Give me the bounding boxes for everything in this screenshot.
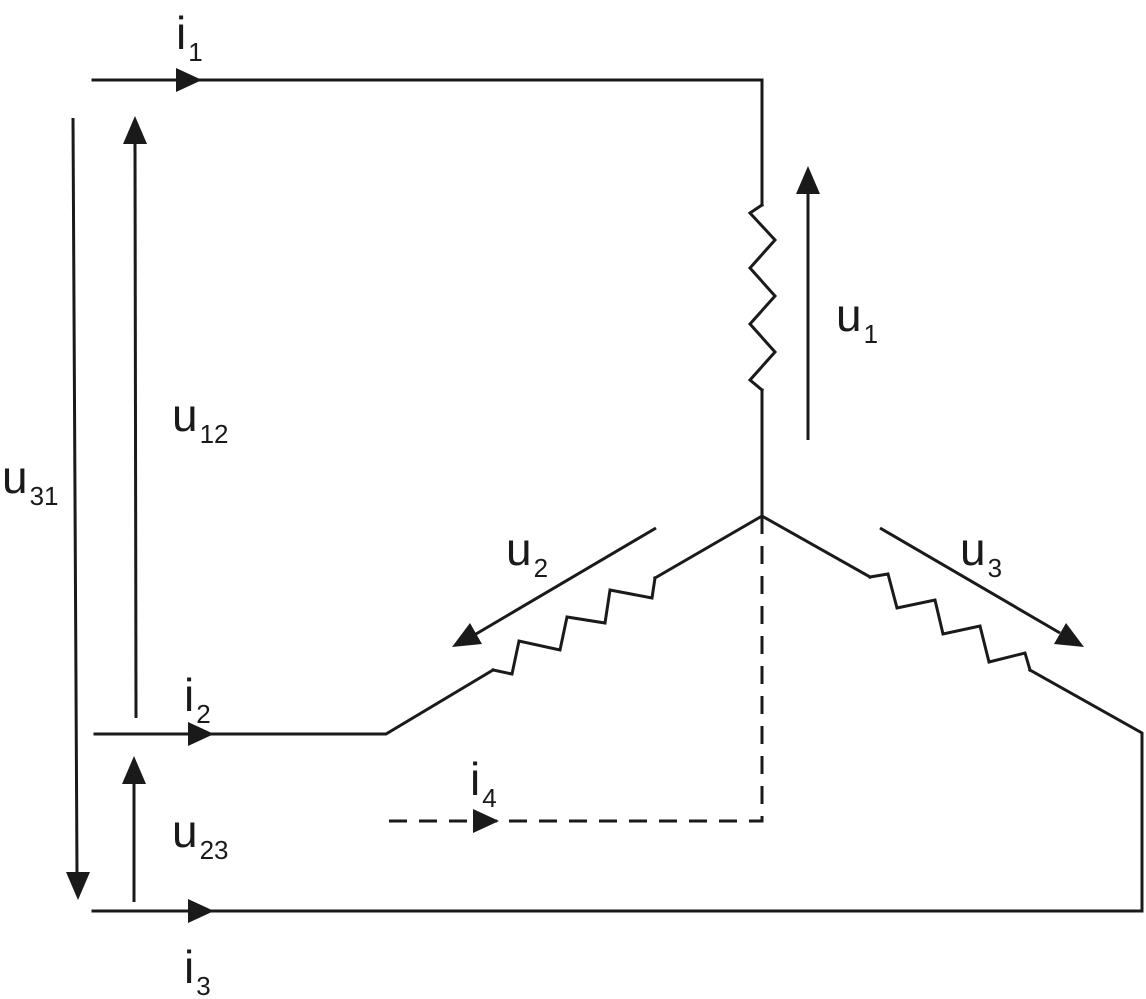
u3-arrowhead <box>1054 623 1084 647</box>
label-i4: i4 <box>470 753 497 811</box>
conductor-1 <box>91 78 764 207</box>
u12-arrow-line <box>133 141 138 719</box>
winding-3-resistor <box>868 572 1032 672</box>
winding-3-lead <box>759 513 873 580</box>
winding-3-lead-outer <box>91 667 1144 913</box>
winding-2-lead <box>652 513 765 581</box>
u23-arrowhead <box>122 756 146 784</box>
label-u2: u2 <box>506 523 548 581</box>
u1-arrowhead <box>796 166 820 194</box>
label-u23: u23 <box>172 805 229 863</box>
label-u12: u12 <box>172 389 229 447</box>
label-u23-sub: 23 <box>199 835 229 865</box>
label-u2-main: u <box>506 523 532 575</box>
label-i2: i2 <box>184 669 211 727</box>
label-i2-sub: 2 <box>196 699 211 729</box>
u31-arrowhead <box>66 872 90 900</box>
u3-arrow-line <box>879 526 1061 635</box>
label-u3-sub: 3 <box>987 553 1003 583</box>
label-i2-main: i <box>184 669 195 721</box>
u2-arrowhead <box>452 623 482 647</box>
neutral-conductor <box>378 516 764 823</box>
label-u12-main: u <box>172 389 198 441</box>
u2-arrow-line <box>475 526 657 636</box>
label-i1-main: i <box>176 7 187 59</box>
label-i1-sub: 1 <box>188 37 203 67</box>
label-i3: i3 <box>184 941 211 999</box>
label-u1-main: u <box>836 289 862 341</box>
label-u1-sub: 1 <box>863 319 879 349</box>
i3-arrowhead <box>188 899 214 923</box>
label-u1: u1 <box>836 289 878 347</box>
i1-arrowhead <box>176 68 202 92</box>
label-u31: u31 <box>2 451 59 509</box>
u31-arrow-line <box>71 117 79 876</box>
label-i3-sub: 3 <box>196 971 211 999</box>
winding-2-resistor <box>491 576 657 676</box>
winding-1-resistor <box>747 202 778 393</box>
label-u31-sub: 31 <box>29 481 59 511</box>
i4-arrowhead <box>473 809 499 833</box>
conductor-2 <box>93 667 496 736</box>
label-i1: i1 <box>176 7 203 65</box>
label-u3-main: u <box>960 523 986 575</box>
label-u3: u3 <box>960 523 1002 581</box>
label-u12-sub: 12 <box>199 419 229 449</box>
label-i4-sub: 4 <box>482 783 497 813</box>
label-u31-main: u <box>2 451 28 503</box>
label-i3-main: i <box>184 941 195 993</box>
i2-arrowhead <box>188 722 214 746</box>
label-i4-main: i <box>470 753 481 805</box>
label-u2-sub: 2 <box>533 553 549 583</box>
label-u23-main: u <box>172 805 198 857</box>
u12-arrowhead <box>123 116 147 144</box>
